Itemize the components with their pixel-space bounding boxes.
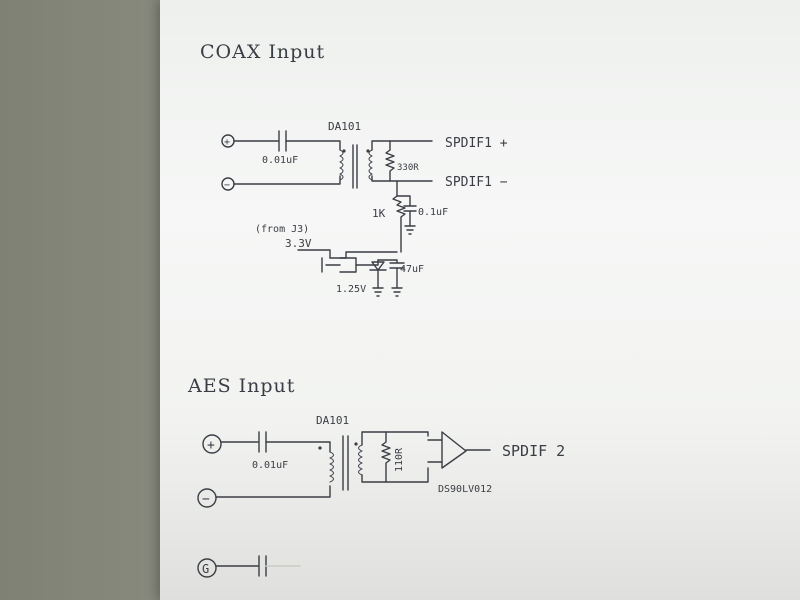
aes-ground-sign: G (202, 562, 209, 576)
coax-ref-diode (369, 261, 387, 289)
coax-section: COAX Input + 0.01uF − DA101 SPDIF1 + SPD… (200, 41, 508, 297)
coax-bias-res-label: 1K (372, 207, 386, 220)
aes-receiver-buffer (441, 431, 467, 469)
aes-section: AES Input + 0.01uF − G DA101 110R (187, 375, 565, 578)
aes-cap-top (258, 431, 267, 453)
coax-ref-label: 1.25V (336, 284, 366, 295)
coax-title: COAX Input (200, 41, 325, 63)
coax-resistor-label: 330R (397, 163, 419, 173)
coax-resistor (385, 140, 395, 182)
coax-out-plus: SPDIF1 + (445, 136, 508, 151)
aes-title: AES Input (187, 375, 295, 397)
aes-transformer-label: DA101 (316, 414, 349, 427)
aes-out-label: SPDIF 2 (502, 442, 565, 460)
coax-big-cap (377, 259, 405, 297)
coax-cap-top-label: 0.01uF (262, 155, 298, 166)
aes-ground-terminal (197, 558, 217, 578)
aes-minus-terminal (197, 488, 217, 508)
coax-big-cap-label: 47uF (400, 264, 424, 275)
coax-transformer-label: DA101 (328, 120, 361, 133)
coax-bias-cap (396, 195, 417, 235)
coax-supply-label: 3.3V (285, 237, 312, 250)
coax-bias-resistor (392, 180, 406, 253)
coax-regulator (321, 251, 398, 273)
aes-plus-terminal (202, 434, 222, 454)
aes-resistor (381, 431, 391, 483)
coax-minus-sign: − (224, 180, 230, 191)
aes-resistor-label: 110R (394, 447, 405, 472)
coax-plus-sign: + (224, 137, 230, 148)
coax-out-minus: SPDIF1 − (445, 175, 508, 190)
aes-receiver-label: DS90LV012 (438, 484, 492, 495)
aes-minus-sign: − (202, 492, 210, 507)
coax-cap-top (278, 130, 287, 152)
aes-transformer (318, 435, 363, 491)
coax-from-label: (from J3) (255, 224, 309, 235)
coax-transformer (339, 144, 373, 189)
paper-sheet (160, 0, 800, 600)
aes-ground-cap (215, 555, 267, 577)
aes-cap-top-label: 0.01uF (252, 460, 288, 471)
aes-plus-sign: + (207, 438, 215, 453)
coax-bias-cap-label: 0.1uF (418, 207, 448, 218)
